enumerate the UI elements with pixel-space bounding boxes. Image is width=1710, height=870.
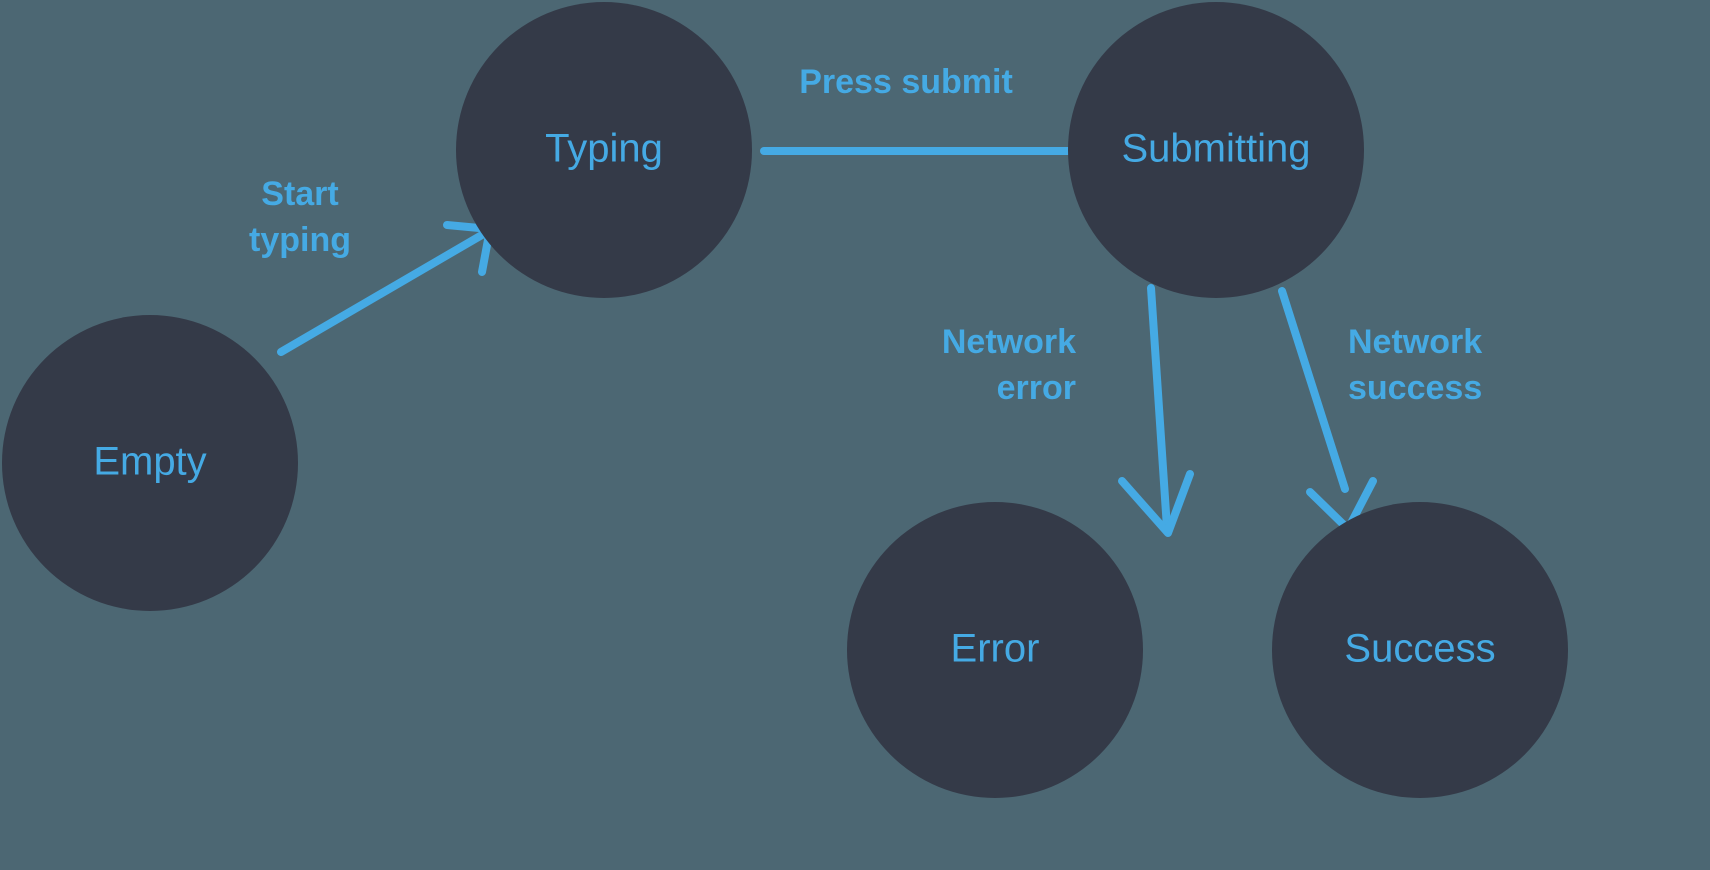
edge-label-submitting-to-error: Network error bbox=[942, 323, 1076, 407]
edge-line-submitting-to-error bbox=[1147, 284, 1171, 532]
state-node-circle-success[interactable] bbox=[1272, 502, 1568, 798]
edge-line-submitting-to-success bbox=[1278, 287, 1349, 493]
edge-label-submitting-to-success: Network success bbox=[1348, 323, 1482, 407]
state-node-label-empty: Empty bbox=[93, 440, 206, 484]
edge-label-line: Network bbox=[942, 323, 1076, 361]
state-node-circle-empty[interactable] bbox=[2, 315, 298, 611]
edge-label-line: Network bbox=[1348, 323, 1482, 361]
edge-label-line: success bbox=[1348, 369, 1482, 407]
edge-label-line: Press submit bbox=[799, 63, 1013, 101]
state-node-error[interactable]: Error bbox=[847, 502, 1143, 798]
state-node-submitting[interactable]: Submitting bbox=[1068, 2, 1364, 298]
edge-line-empty-to-typing bbox=[277, 228, 491, 356]
state-node-circle-submitting[interactable] bbox=[1068, 2, 1364, 298]
state-node-typing[interactable]: Typing bbox=[456, 2, 752, 298]
state-node-circle-typing[interactable] bbox=[456, 2, 752, 298]
edge-label-typing-to-submitting: Press submit bbox=[799, 63, 1013, 101]
arrowhead-icon-submitting-to-error bbox=[1118, 470, 1194, 537]
state-node-label-typing: Typing bbox=[545, 127, 663, 171]
edge-label-line: Start bbox=[261, 175, 338, 213]
state-node-label-success: Success bbox=[1344, 627, 1495, 671]
edge-submitting-to-error bbox=[1118, 284, 1194, 537]
state-node-label-submitting: Submitting bbox=[1122, 127, 1311, 171]
state-node-empty[interactable]: Empty bbox=[2, 315, 298, 611]
edge-label-line: error bbox=[997, 369, 1076, 407]
edges-layer bbox=[277, 115, 1377, 537]
state-node-success[interactable]: Success bbox=[1272, 502, 1568, 798]
state-node-circle-error[interactable] bbox=[847, 502, 1143, 798]
edge-label-line: typing bbox=[249, 221, 351, 259]
state-node-label-error: Error bbox=[951, 627, 1040, 671]
edge-label-empty-to-typing: Start typing bbox=[249, 175, 351, 259]
